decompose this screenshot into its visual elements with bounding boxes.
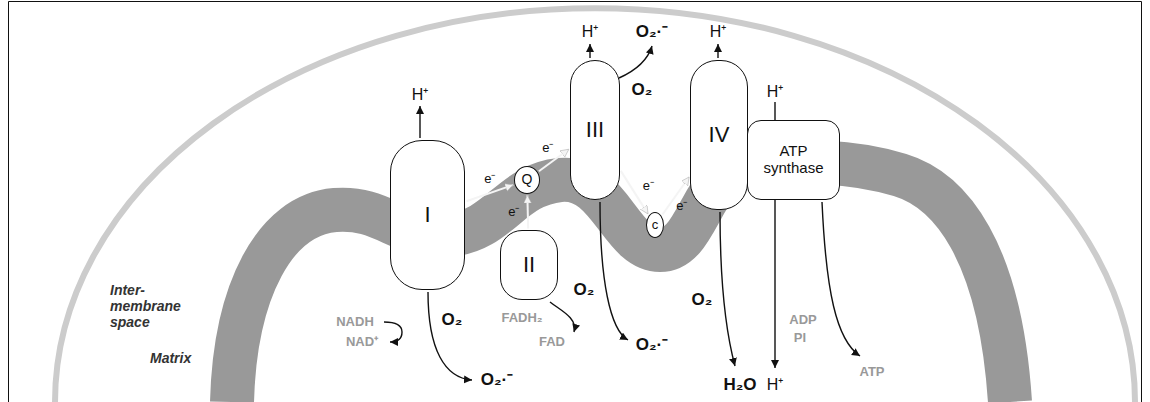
proton-label: H⁺ <box>767 376 784 394</box>
proton-label: H⁺ <box>412 86 429 104</box>
substrate-label: NADH <box>336 315 374 330</box>
substrate-label: ADP <box>789 313 816 328</box>
superoxide-arrow <box>600 202 628 340</box>
outer-membrane <box>55 8 1135 402</box>
superoxide-label: O₂·⁻ <box>481 370 513 390</box>
electron-arrow <box>526 195 529 228</box>
proton-label: H⁺ <box>582 23 599 41</box>
region-label: Matrix <box>150 350 232 366</box>
electron-label: e⁻ <box>484 172 495 186</box>
oxygen-label: O₂ <box>692 290 713 310</box>
node-label: II <box>523 253 535 278</box>
water-label: H₂O <box>723 375 756 395</box>
node-label: I <box>424 203 430 228</box>
proton-label: H⁺ <box>767 83 784 101</box>
electron-label: e⁻ <box>542 141 553 155</box>
oxygen-label: O₂ <box>632 80 653 100</box>
product-label: ATP <box>859 365 884 380</box>
fadh-arrow <box>550 302 575 332</box>
superoxide-arrow <box>619 46 652 78</box>
proton-arrow <box>717 44 718 58</box>
complex-box: I <box>390 140 465 290</box>
substrate-label: FADH₂ <box>501 311 542 326</box>
node-label: c <box>652 218 659 233</box>
electron-arrow <box>662 177 689 214</box>
region-label: Inter- membrane space <box>110 282 192 330</box>
node-label: ATP synthase <box>748 143 839 177</box>
atp-arrow <box>822 202 860 356</box>
complex-box: II <box>500 230 558 300</box>
proton-line <box>774 102 775 120</box>
oxygen-label: O₂ <box>574 280 595 300</box>
proton-label: H⁺ <box>710 23 727 41</box>
electron-label: e⁻ <box>643 179 654 193</box>
electron-label: e⁻ <box>508 205 519 219</box>
product-label: NAD⁺ <box>346 335 378 350</box>
electron-label: e⁻ <box>676 199 687 213</box>
complex-box: IV <box>690 60 748 210</box>
product-label: FAD <box>539 335 565 350</box>
atp-synthase-box: ATP synthase <box>747 120 840 200</box>
proton-arrow <box>589 44 590 58</box>
water-arrow <box>720 212 735 366</box>
proton-arrow <box>774 200 775 368</box>
superoxide-label: O₂·⁻ <box>636 335 668 355</box>
node-label: III <box>586 118 604 143</box>
cytochrome-c-ellipse: c <box>646 212 665 239</box>
substrate-label: PI <box>794 331 806 346</box>
node-label: Q <box>522 172 533 188</box>
proton-arrow <box>419 106 420 138</box>
reaction-arrows <box>384 44 860 380</box>
superoxide-arrow <box>428 292 472 380</box>
node-label: IV <box>709 123 730 148</box>
quinone-circle: Q <box>514 166 540 194</box>
complex-box: III <box>570 60 620 200</box>
oxygen-label: O₂ <box>442 310 463 330</box>
electron-arrow <box>466 185 513 201</box>
inner-membrane <box>232 162 1010 402</box>
frame-border <box>9 2 1142 402</box>
nadh-arrow <box>384 322 402 342</box>
superoxide-label: O₂·⁻ <box>636 22 668 42</box>
